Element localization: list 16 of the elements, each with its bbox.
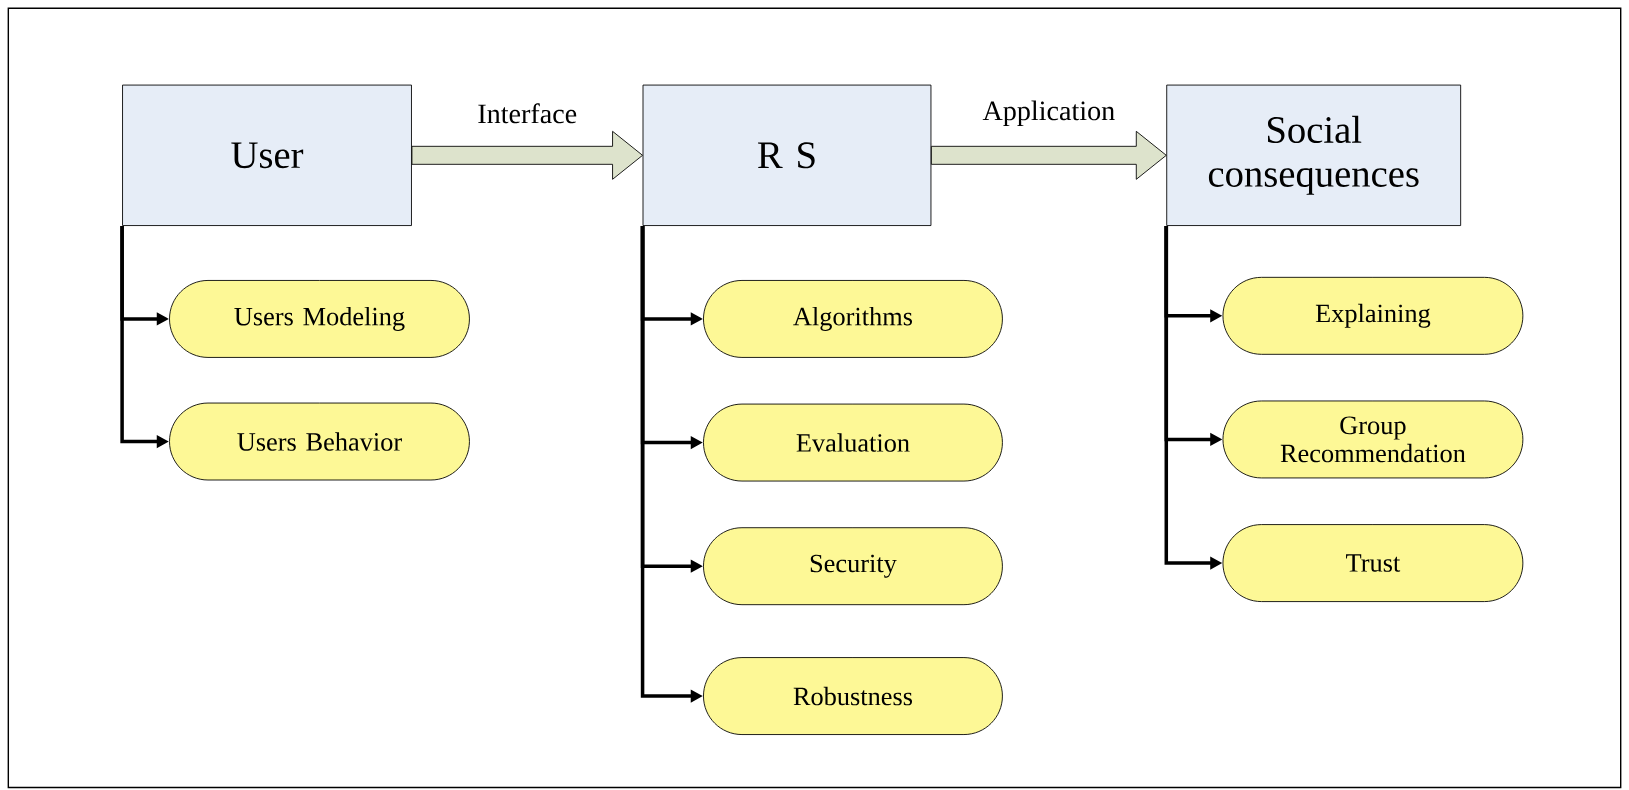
rounded-box: Security	[703, 527, 1003, 606]
block-arrow	[411, 130, 643, 180]
rounded-box: Explaining	[1222, 276, 1524, 355]
process-box: R S	[642, 84, 932, 226]
block-arrow	[930, 130, 1167, 180]
rounded-box: Evaluation	[703, 403, 1003, 482]
rounded-box: Group Recommendation	[1222, 400, 1524, 479]
rounded-box: Users Modeling	[169, 280, 470, 358]
rounded-box: Robustness	[703, 657, 1003, 735]
rounded-box: Algorithms	[703, 280, 1003, 358]
edge-label: Interface	[478, 103, 577, 124]
edge-label: Application	[982, 100, 1115, 127]
process-box: Social consequences	[1166, 84, 1462, 226]
process-box: User	[122, 84, 412, 226]
rounded-box: Users Behavior	[169, 402, 470, 481]
rounded-box: Trust	[1222, 524, 1524, 603]
